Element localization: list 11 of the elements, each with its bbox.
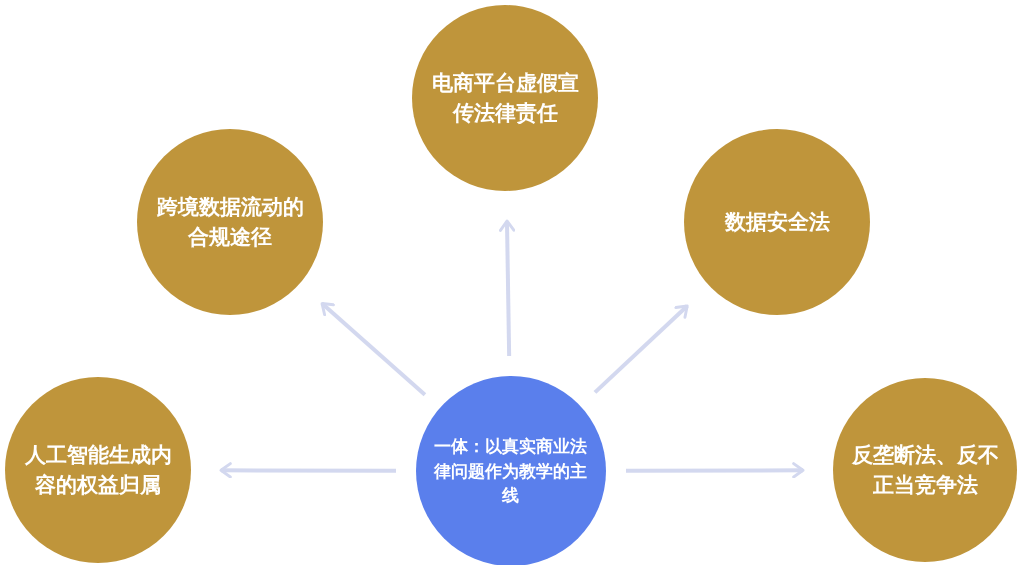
arrow xyxy=(626,462,805,479)
arrow xyxy=(593,304,689,394)
node-label: 人工智能生成内容的权益归属 xyxy=(23,441,173,499)
node-label: 数据安全法 xyxy=(723,208,831,236)
arrow xyxy=(499,219,516,357)
node-label: 一体：以真实商业法律问题作为教学的主线 xyxy=(433,435,589,508)
node-label: 反垄断法、反不正当竞争法 xyxy=(850,441,1000,499)
node-label: 电商平台虚假宣传法律责任 xyxy=(430,69,580,127)
arrow xyxy=(320,302,427,397)
node-label: 跨境数据流动的合规途径 xyxy=(155,193,305,251)
arrow xyxy=(219,462,396,479)
